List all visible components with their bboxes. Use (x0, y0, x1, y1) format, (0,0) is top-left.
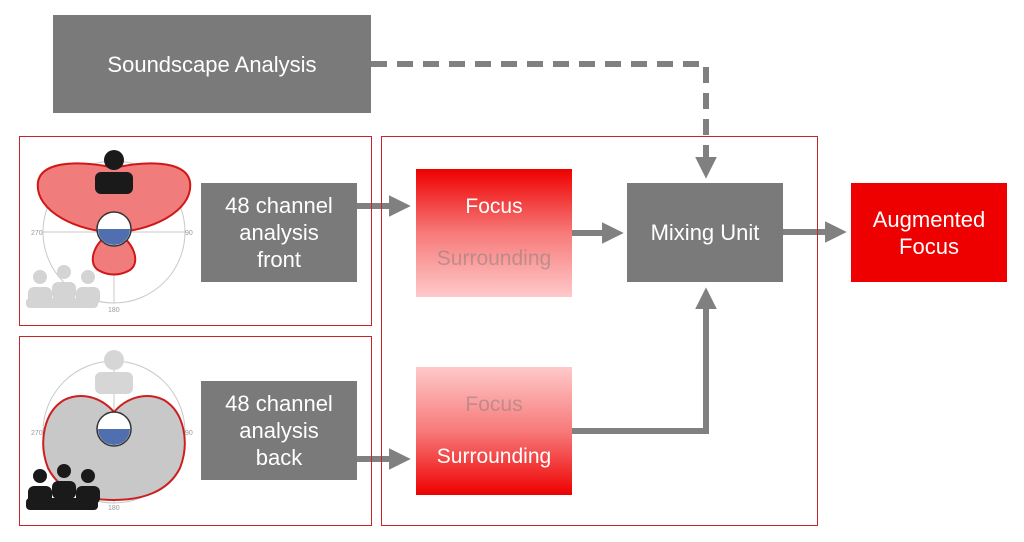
back-surrounding-label: Surrounding (436, 445, 552, 468)
polar-diagram-front: 270 90 180 (26, 150, 193, 314)
mixing-unit-label: Mixing Unit (650, 220, 760, 245)
speaker-icon-back (95, 350, 133, 394)
polar-back-tick-bottom: 180 (108, 505, 120, 512)
audience-icon-back (26, 464, 100, 510)
mixing-unit-box: Mixing Unit (627, 183, 783, 282)
back-processor-box: Focus Surrounding (416, 367, 572, 495)
back-surrounding-pattern (42, 395, 186, 502)
speaker-icon-front (95, 150, 133, 194)
polar-diagram-back: 270 90 180 (26, 350, 193, 512)
front-focus-label: Focus (465, 195, 523, 218)
polar-back-tick-left: 270 (31, 430, 43, 437)
front-surrounding-label: Surrounding (436, 247, 552, 270)
polar-front-tick-bottom: 180 (108, 307, 120, 314)
processing-frame (381, 136, 818, 526)
arrow-soundscape-to-mixer (371, 61, 717, 179)
front-analysis-label: 48 channel analysis front (225, 193, 333, 272)
listener-head-icon (96, 211, 132, 247)
front-analysis-box: 48 channel analysis front (201, 183, 357, 282)
back-channel-frame (19, 336, 372, 526)
front-processor-box: Focus Surrounding (416, 169, 572, 297)
back-analysis-box: 48 channel analysis back (201, 381, 357, 480)
polar-front-tick-left: 270 (31, 230, 43, 237)
augmented-focus-box: Augmented Focus (851, 183, 1007, 282)
soundscape-analysis-box: Soundscape Analysis (53, 15, 371, 113)
audience-icon-front (26, 265, 100, 308)
augmented-focus-label: Augmented Focus (872, 206, 986, 259)
front-channel-frame (19, 136, 372, 326)
polar-front-tick-right: 90 (185, 230, 193, 237)
arrow-back-processor-to-mixer (572, 287, 717, 434)
soundscape-analysis-label: Soundscape Analysis (107, 51, 317, 77)
polar-back-tick-right: 90 (185, 430, 193, 437)
back-analysis-label: 48 channel analysis back (225, 391, 333, 470)
back-focus-label: Focus (465, 393, 523, 416)
listener-head-icon (96, 411, 132, 447)
